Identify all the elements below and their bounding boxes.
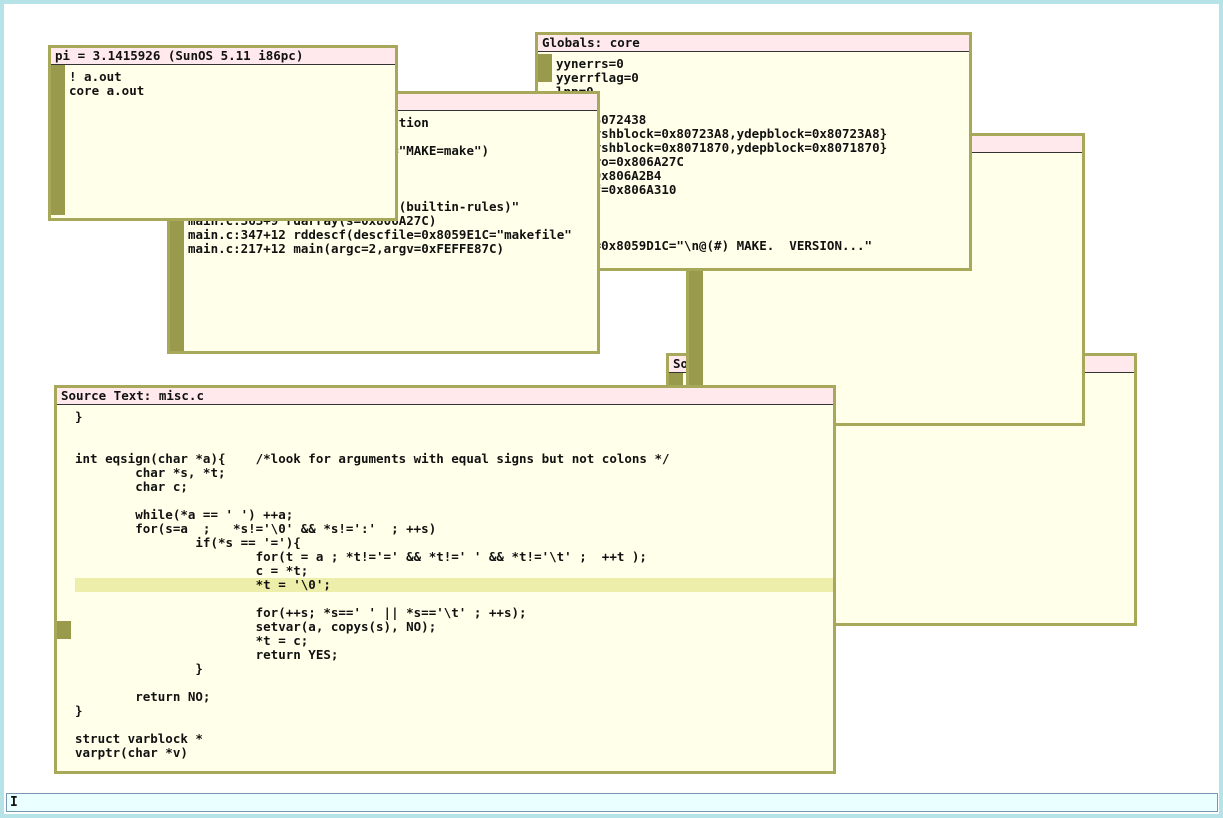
text-line[interactable]	[75, 438, 833, 452]
text-cursor-icon: I	[10, 795, 18, 810]
source-text[interactable]: } int eqsign(char *a){ /*look for argumen…	[75, 410, 833, 771]
text-line[interactable]	[75, 676, 833, 690]
source-text-window[interactable]: Source Text: misc.c } int eqsign(char *a)…	[54, 385, 836, 774]
text-line[interactable]: main.c:347+12 rddescf(descfile=0x8059E1C…	[188, 227, 572, 242]
text-line[interactable]: c = *t;	[75, 563, 309, 578]
text-line[interactable]: setvar(a, copys(s), NO);	[75, 619, 437, 634]
pi-window[interactable]: pi = 3.1415926 (SunOS 5.11 i86pc) ! a.ou…	[48, 45, 398, 221]
text-line[interactable]: for(s=a ; *s!='\0' && *s!=':' ; ++s)	[75, 521, 437, 536]
text-line[interactable]: =0	[556, 99, 969, 113]
text-line[interactable]: char c;	[75, 479, 188, 494]
scrollbar[interactable]	[57, 405, 71, 771]
text-line[interactable]: yyerrflag=0	[556, 70, 639, 85]
text-line[interactable]: ={yshblock=0x80723A8,ydepblock=0x80723A8…	[556, 126, 888, 141]
text-line[interactable]	[75, 592, 833, 606]
text-line[interactable]: for(++s; *s==' ' || *s=='\t' ; ++s);	[75, 605, 527, 620]
text-line[interactable]: }	[75, 661, 203, 676]
text-line[interactable]: if(*s == '='){	[75, 535, 301, 550]
text-line[interactable]: ={yshblock=0x8071870,ydepblock=0x8071870…	[556, 140, 888, 155]
text-line[interactable]: int eqsign(char *a){ /*look for argument…	[75, 451, 670, 466]
text-line[interactable]: uff=0x806A310	[556, 182, 677, 197]
text-line[interactable]: struct varblock *	[75, 731, 203, 746]
text-line[interactable]: }	[75, 703, 83, 718]
scroll-thumb[interactable]	[538, 54, 552, 82]
text-line[interactable]: yynerrs=0	[556, 57, 624, 71]
text-line[interactable]: while(*a == ' ') ++a;	[75, 507, 294, 522]
highlighted-text-line[interactable]: *t = '\0';	[75, 578, 833, 592]
text-line[interactable]: lpp=0	[556, 85, 969, 99]
text-line[interactable]	[556, 225, 969, 239]
text-line[interactable]: varptr(char *v)	[75, 745, 188, 760]
text-line[interactable]: return YES;	[75, 647, 339, 662]
scroll-thumb[interactable]	[57, 621, 71, 639]
text-line[interactable]: =0	[556, 211, 969, 225]
command-input[interactable]: I	[6, 793, 1218, 812]
text-line[interactable]	[75, 718, 833, 732]
scroll-thumb[interactable]	[51, 65, 65, 215]
text-line[interactable]	[75, 424, 833, 438]
text-line[interactable]: rs=0x8059D1C="\n@(#) MAKE. VERSION..."	[556, 238, 873, 253]
window-title[interactable]: Globals: core	[538, 35, 969, 52]
text-line[interactable]: t=0x806A2B4	[556, 168, 662, 183]
text-line[interactable]: =0	[556, 197, 969, 211]
window-title[interactable]: pi = 3.1415926 (SunOS 5.11 i86pc)	[51, 48, 395, 65]
scrollbar[interactable]	[51, 65, 65, 218]
text-line[interactable]: *t = c;	[75, 633, 309, 648]
text-line[interactable]: 0x8072438	[556, 112, 647, 127]
text-line[interactable]: ! a.out	[69, 70, 122, 84]
text-line[interactable]: main.c:217+12 main(argc=2,argv=0xFEFFE87…	[188, 241, 505, 256]
globals-window[interactable]: Globals: core yynerrs=0yyerrflag=0lpp=0 …	[535, 32, 972, 271]
text-line[interactable]: acro=0x806A27C	[556, 154, 684, 169]
text-line[interactable]: core a.out	[69, 83, 145, 98]
text-line[interactable]: }	[75, 410, 83, 424]
text-line[interactable]: return NO;	[75, 689, 211, 704]
text-line[interactable]: char *s, *t;	[75, 465, 226, 480]
window-title[interactable]: Source Text: misc.c	[57, 388, 833, 405]
text-line[interactable]	[75, 494, 833, 508]
text-line[interactable]: for(t = a ; *t!='=' && *t!=' ' && *t!='\…	[75, 549, 647, 564]
